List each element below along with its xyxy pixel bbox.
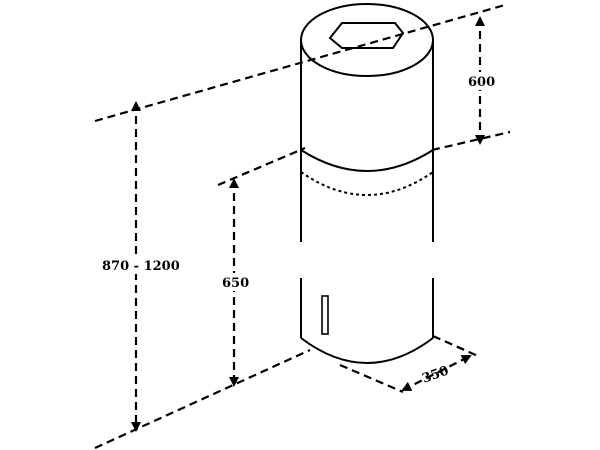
upper-height-label: 600 — [468, 75, 495, 90]
middle-lower-reference-line — [431, 130, 511, 152]
chimney-cylinder — [300, 3, 434, 172]
control-panel — [321, 295, 329, 335]
lower-height-label: 650 — [222, 276, 249, 291]
lower-height-label-bg — [220, 273, 250, 291]
total-height-label: 870 - 1200 — [102, 259, 180, 274]
diameter-dimension-line — [339, 363, 404, 394]
hood-body-cylinder — [300, 150, 434, 364]
diameter-label: 350 — [420, 363, 451, 386]
middle-upper-reference-line — [217, 146, 306, 187]
upper-height-label-bg — [466, 72, 496, 90]
bottom-reference-line — [94, 348, 311, 450]
vent-outlet-octagon — [328, 22, 405, 49]
bottom-right-reference-line — [432, 334, 479, 358]
total-height-label-bg — [98, 256, 174, 274]
